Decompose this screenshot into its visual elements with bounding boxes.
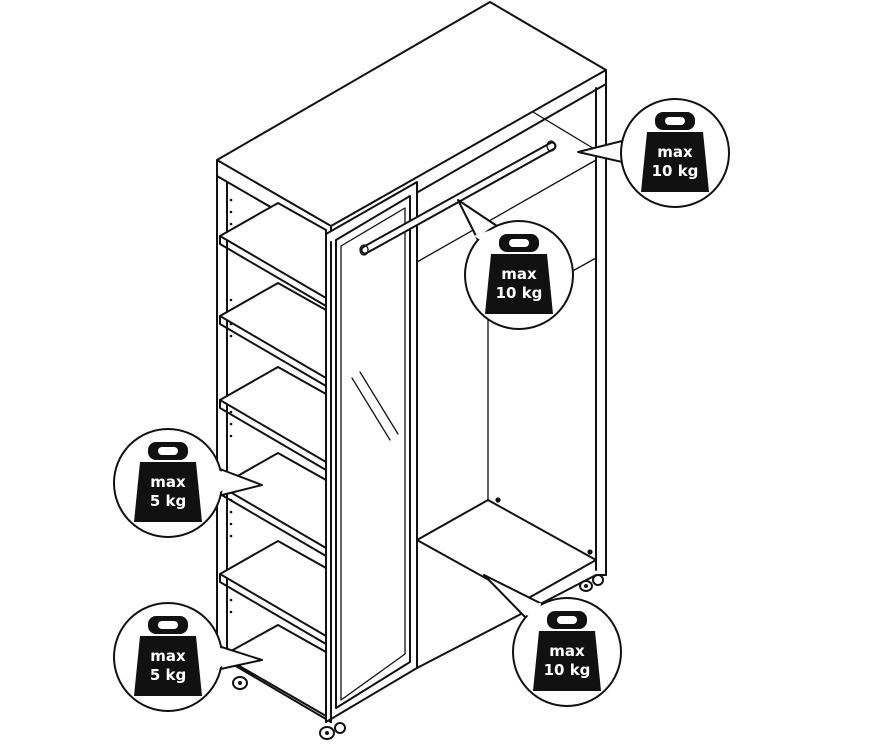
weight-label-top: max xyxy=(501,265,537,283)
hanging-floor xyxy=(416,499,597,601)
callout-top-shelf: max 10 kg xyxy=(577,98,730,208)
weight-label-bottom: 5 kg xyxy=(150,666,186,684)
casters xyxy=(232,574,604,740)
left-shelves xyxy=(219,202,327,717)
hanging-rail xyxy=(359,140,557,256)
callout-side-shelf: max 5 kg xyxy=(113,428,263,538)
weight-icon xyxy=(533,611,601,691)
weight-label-top: max xyxy=(549,642,585,660)
weight-icon xyxy=(134,442,202,522)
callout-floor: max 10 kg xyxy=(483,574,622,707)
mirror-door xyxy=(335,195,411,709)
weight-icon xyxy=(641,112,709,192)
weight-label-bottom: 5 kg xyxy=(150,492,186,510)
weight-label-top: max xyxy=(657,143,693,161)
callout-bottom-shelf: max 5 kg xyxy=(113,602,263,712)
weight-label-bottom: 10 kg xyxy=(652,162,699,180)
weight-icon xyxy=(485,234,553,314)
weight-icon xyxy=(134,616,202,696)
wardrobe xyxy=(216,1,607,740)
weight-label-bottom: 10 kg xyxy=(544,661,591,679)
weight-label-top: max xyxy=(150,473,186,491)
callout-rail: max 10 kg xyxy=(457,199,574,330)
weight-label-bottom: 10 kg xyxy=(496,284,543,302)
weight-label-top: max xyxy=(150,647,186,665)
